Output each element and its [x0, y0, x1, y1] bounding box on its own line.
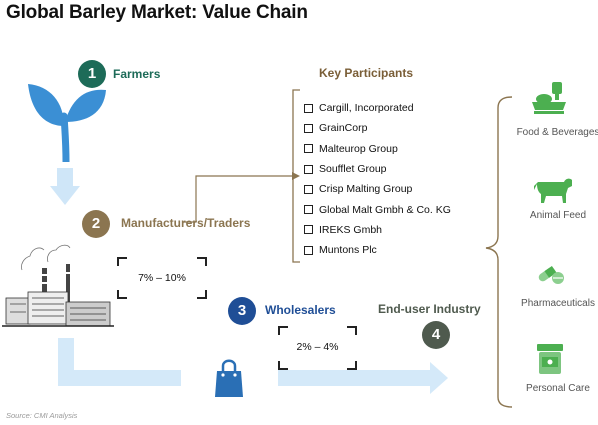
down-arrow-1: [50, 168, 80, 205]
checkbox-icon: [304, 103, 313, 113]
list-item: Global Malt Gmbh & Co. KG: [304, 199, 451, 219]
industry-label-personal-care: Personal Care: [526, 383, 590, 394]
checkbox-icon: [304, 205, 313, 215]
participants-connector: [183, 175, 292, 223]
key-participants-title: Key Participants: [319, 66, 414, 80]
manufacturer-margin: 7% – 10%: [138, 272, 186, 284]
wholesaler-margin: 2% – 4%: [296, 341, 339, 353]
list-item: Muntons Plc: [304, 240, 451, 260]
grocery-scale-icon: [532, 82, 566, 114]
checkbox-icon: [304, 164, 313, 174]
cow-icon: [534, 178, 572, 203]
key-participants-list: Cargill, Incorporated GrainCorp Malteuro…: [304, 98, 451, 260]
shopping-bag-icon: [215, 359, 243, 397]
main-flow-arrow: [58, 338, 448, 394]
factory-icon: [2, 244, 114, 327]
stage-2-label: Manufacturers/Traders: [121, 216, 251, 230]
stage-4-label: End-user Industry: [378, 302, 481, 316]
checkbox-icon: [304, 123, 313, 133]
margin-frame-1: [117, 257, 207, 299]
list-item: GrainCorp: [304, 118, 451, 138]
participants-bracket: [292, 89, 300, 263]
checkbox-icon: [304, 245, 313, 255]
industry-label-animal-feed: Animal Feed: [529, 210, 587, 221]
checkbox-icon: [304, 225, 313, 235]
industry-brace: [485, 96, 513, 408]
stage-1-badge: 1: [78, 60, 106, 88]
industry-label-food: Food & Beverages: [516, 127, 598, 138]
page-title: Global Barley Market: Value Chain: [6, 2, 308, 23]
source-note: Source: CMI Analysis: [6, 411, 78, 420]
list-item: IREKS Gmbh: [304, 220, 451, 240]
cosmetic-jar-icon: [537, 344, 563, 374]
list-item: Malteurop Group: [304, 139, 451, 159]
sprout-icon: [28, 84, 106, 162]
stage-4-badge: 4: [422, 321, 450, 349]
stage-1-label: Farmers: [113, 67, 161, 81]
pills-icon: [538, 265, 564, 284]
list-item: Crisp Malting Group: [304, 179, 451, 199]
stage-2-badge: 2: [82, 210, 110, 238]
margin-frame-2: [278, 326, 357, 370]
list-item: Soufflet Group: [304, 159, 451, 179]
stage-3-label: Wholesalers: [265, 303, 336, 317]
list-item: Cargill, Incorporated: [304, 98, 451, 118]
industry-label-pharmaceuticals: Pharmaceuticals: [521, 298, 595, 309]
stage-3-badge: 3: [228, 297, 256, 325]
checkbox-icon: [304, 184, 313, 194]
checkbox-icon: [304, 144, 313, 154]
